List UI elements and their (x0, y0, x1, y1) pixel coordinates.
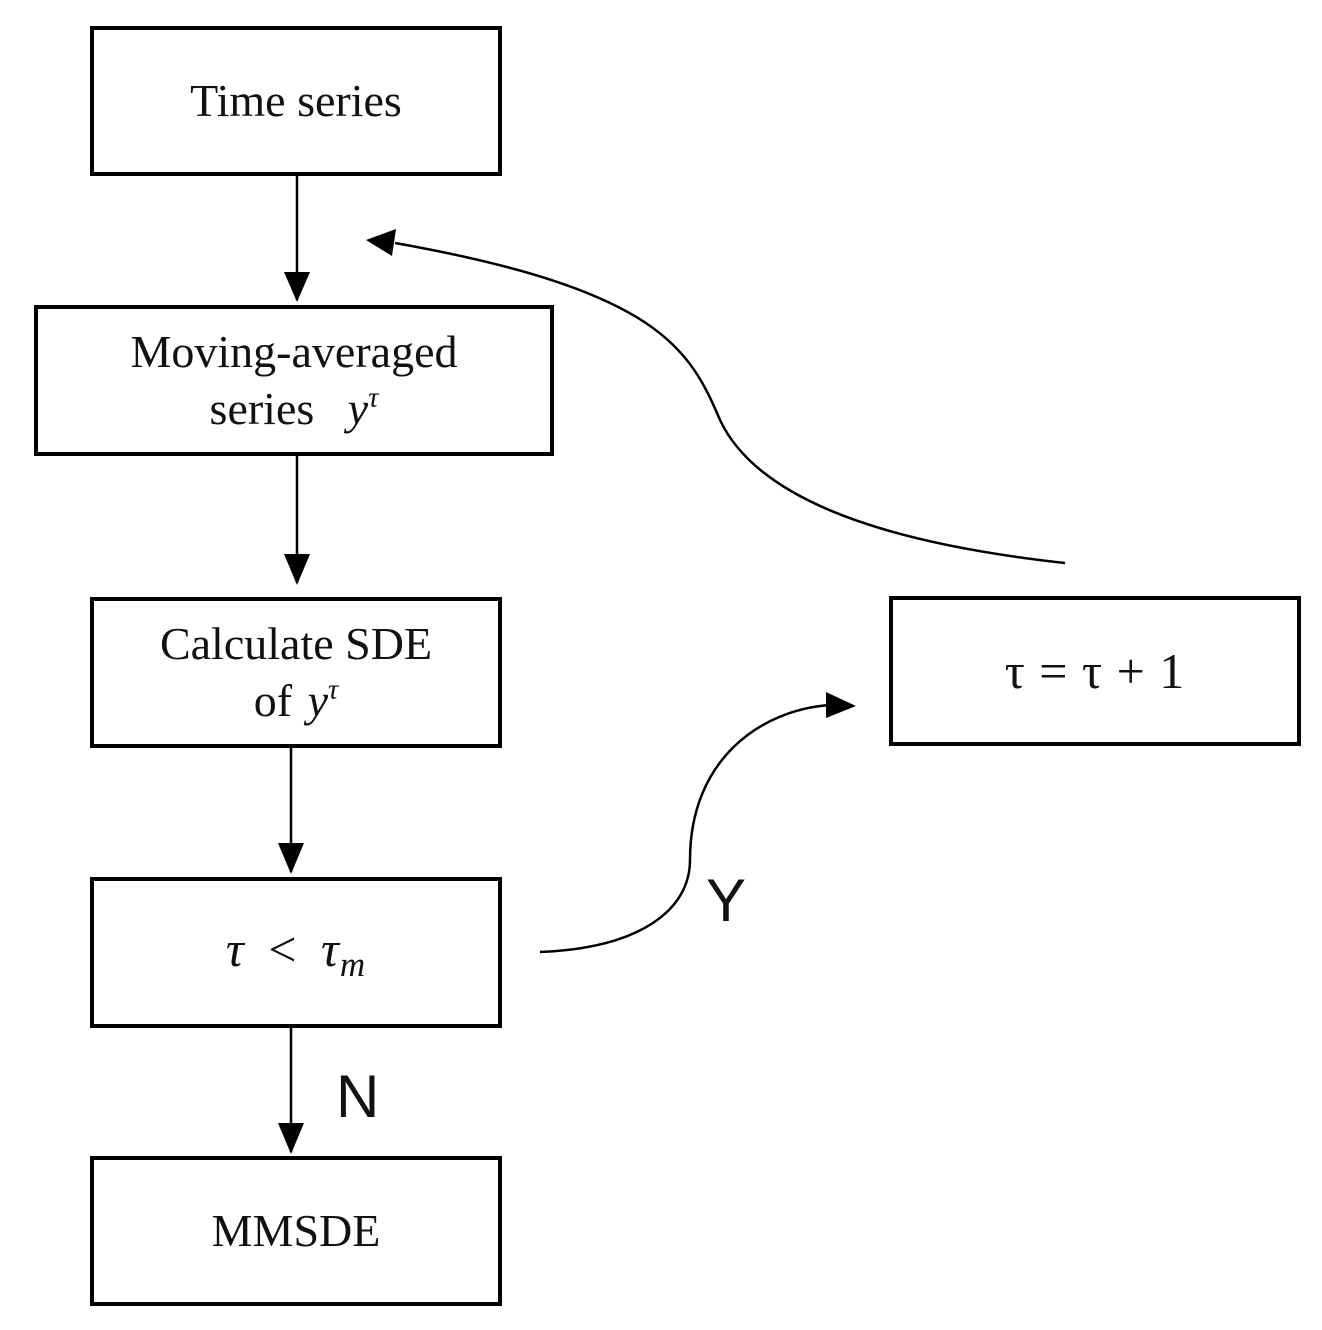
edge-label-yes: Y (706, 867, 747, 934)
node-moving-averaged: Moving-averaged series yτ (34, 305, 554, 456)
arrow-condition-to-increment (539, 703, 831, 954)
node-calculate-sde: Calculate SDE of yτ (90, 597, 502, 748)
sup-tau: τ (328, 673, 339, 705)
node-time-series-label: Time series (190, 74, 402, 126)
arrow-increment-to-moving (394, 241, 1066, 565)
node-calculate-sde-line2: of yτ (253, 673, 339, 726)
node-calculate-sde-line1: Calculate SDE (159, 618, 433, 670)
node-mmsde: MMSDE (90, 1156, 502, 1306)
node-time-series: Time series (90, 26, 502, 176)
var-y: y (307, 674, 329, 726)
node-condition: τ < τm (90, 877, 502, 1028)
node-moving-averaged-line2: series yτ (209, 381, 379, 434)
node-condition-expr: τ < τm (225, 920, 367, 984)
sup-tau: τ (368, 381, 379, 413)
node-increment: τ = τ + 1 (889, 596, 1301, 746)
node-moving-averaged-line1: Moving-averaged (130, 326, 458, 378)
var-y: y (347, 382, 369, 434)
node-increment-expr: τ = τ + 1 (1004, 642, 1186, 699)
node-mmsde-label: MMSDE (211, 1204, 381, 1256)
edge-label-no: N (336, 1063, 380, 1130)
